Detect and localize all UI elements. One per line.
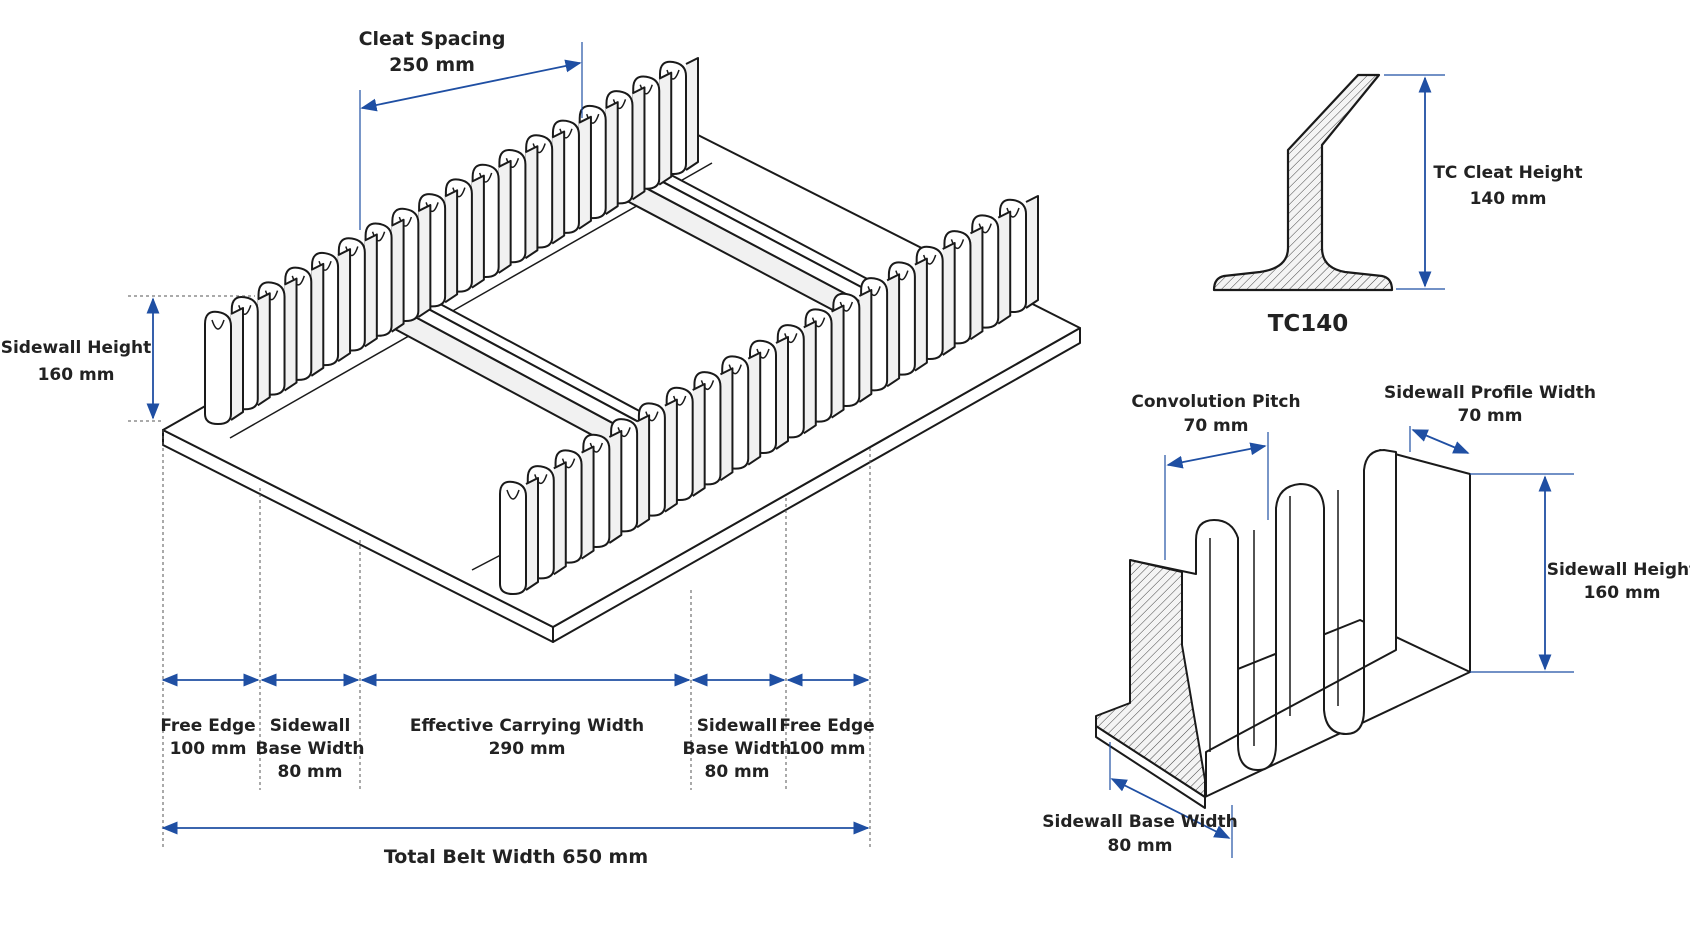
cleat-spacing-label: Cleat Spacing [359,28,506,50]
total-belt-width-label: Total Belt Width 650 mm [384,846,648,868]
sidewall-front [499,195,1039,595]
tc-cleat-height-label: TC Cleat Height [1433,163,1582,183]
sidewall-base-left-value: 80 mm [277,762,342,782]
belt-isometric-view [162,57,1081,643]
width-segment-dimensions: Free Edge 100 mm Sidewall Base Width 80 … [160,673,875,782]
free-edge-left-value: 100 mm [170,739,247,759]
profile-width-value: 70 mm [1457,406,1522,426]
cleat-profile-section: TC Cleat Height 140 mm TC140 [1212,73,1583,337]
sidewall-back [204,57,699,425]
free-edge-right-label: Free Edge [779,716,874,736]
sidewall-height-dimension-belt: Sidewall Height 160 mm [1,297,160,420]
sidewall-convolution-shape [1129,449,1397,797]
base-strip-line [229,162,713,439]
sidewall-inner-line [1209,490,1339,752]
effective-width-value: 290 mm [489,739,566,759]
free-edge-right-value: 100 mm [789,739,866,759]
tc-cleat-profile-shape [1212,73,1394,292]
sidewall-base-right-label: Sidewall [697,716,778,736]
cleat-spacing-dimension: Cleat Spacing 250 mm [359,28,583,230]
sidewall-detail-height-label: Sidewall Height [1547,560,1690,580]
convolution-pitch-value: 70 mm [1183,416,1248,436]
sidewall-height-value: 160 mm [38,365,115,385]
sidewall-detail-section: Convolution Pitch 70 mm Sidewall Profile… [1042,383,1690,858]
total-belt-width-dimension: Total Belt Width 650 mm [161,821,870,868]
profile-width-label: Sidewall Profile Width [1384,383,1596,403]
sidewall-base-right-label2: Base Width [683,739,792,759]
cleat-profile-name: TC140 [1268,311,1349,337]
tc-cleat-height-value: 140 mm [1470,189,1547,209]
sidewall-base-left-label2: Base Width [256,739,365,759]
sidewall-base-width-value: 80 mm [1107,836,1172,856]
sidewall-height-label: Sidewall Height [1,338,152,358]
sidewall-detail-height-value: 160 mm [1584,583,1661,603]
convolution-pitch-label: Convolution Pitch [1131,392,1300,412]
free-edge-left-label: Free Edge [160,716,255,736]
sidewall-convolution [204,307,244,425]
cleat-spacing-value: 250 mm [389,54,475,76]
width-guide-lines [128,295,871,848]
sidewall-base-left-label: Sidewall [270,716,351,736]
effective-width-label: Effective Carrying Width [410,716,644,736]
sidewall-base-right-value: 80 mm [704,762,769,782]
sidewall-base-width-label: Sidewall Base Width [1042,812,1238,832]
sidewall-convolution [499,477,539,595]
